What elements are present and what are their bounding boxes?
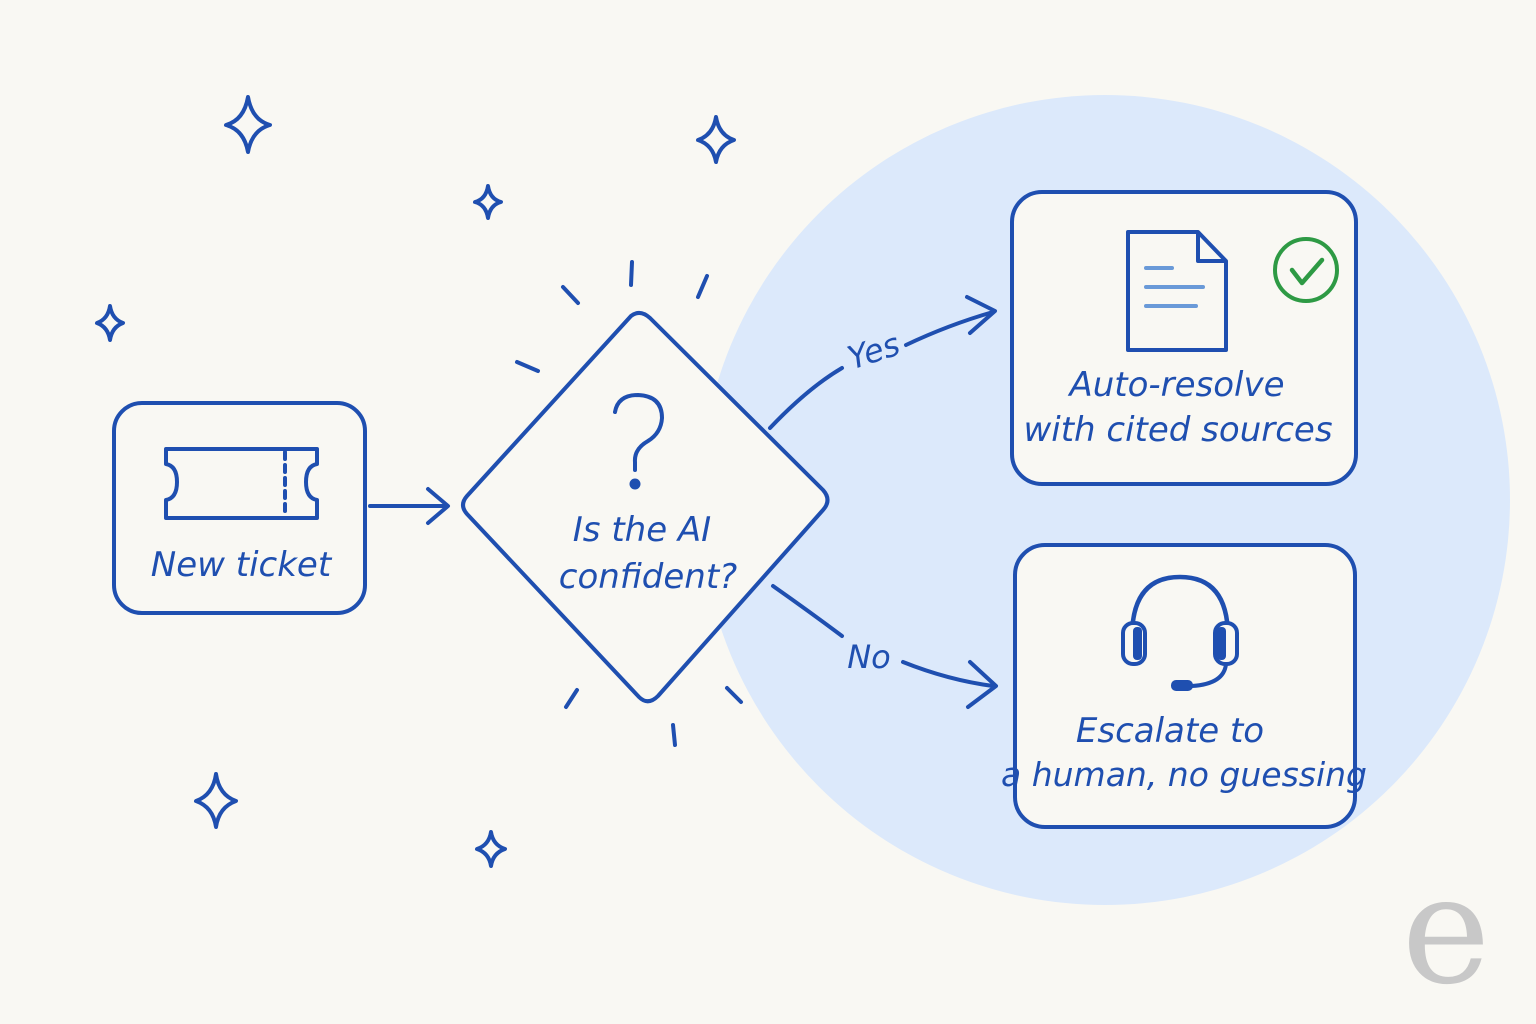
arrow-start-to-decision	[368, 487, 450, 525]
check-circle-icon	[1273, 237, 1339, 303]
no-outcome-node: Escalate to a human, no guessing	[1001, 543, 1367, 829]
edge-no-label: No	[847, 638, 891, 676]
no-outcome-line2: a human, no guessing	[1001, 755, 1367, 794]
decision-label-line2: confident?	[559, 557, 737, 597]
yes-outcome-line2: with cited sources	[1023, 410, 1332, 450]
edge-yes	[768, 295, 997, 430]
sparkle-icon	[473, 184, 503, 220]
document-icon	[1126, 230, 1228, 352]
decision-node: Is the AI confident?	[461, 311, 830, 704]
watermark-logo: e	[1402, 844, 1491, 1018]
burst-lines	[515, 260, 743, 747]
edge-no	[771, 584, 998, 709]
sparkle-icon	[194, 772, 238, 829]
start-node: New ticket	[112, 401, 367, 615]
yes-outcome-node: Auto-resolve with cited sources	[1010, 190, 1358, 486]
no-outcome-line1: Escalate to	[1076, 711, 1264, 751]
sparkle-icon	[95, 304, 125, 342]
yes-outcome-line1: Auto-resolve	[1067, 365, 1284, 405]
sparkle-icon	[696, 115, 736, 164]
start-label: New ticket	[151, 545, 333, 585]
sparkle-icon	[475, 830, 507, 868]
question-mark-icon	[613, 393, 664, 490]
ticket-icon	[164, 447, 319, 520]
headset-icon	[1121, 574, 1239, 691]
sparkle-icon	[224, 95, 272, 154]
decision-label-line1: Is the AI	[573, 510, 711, 550]
